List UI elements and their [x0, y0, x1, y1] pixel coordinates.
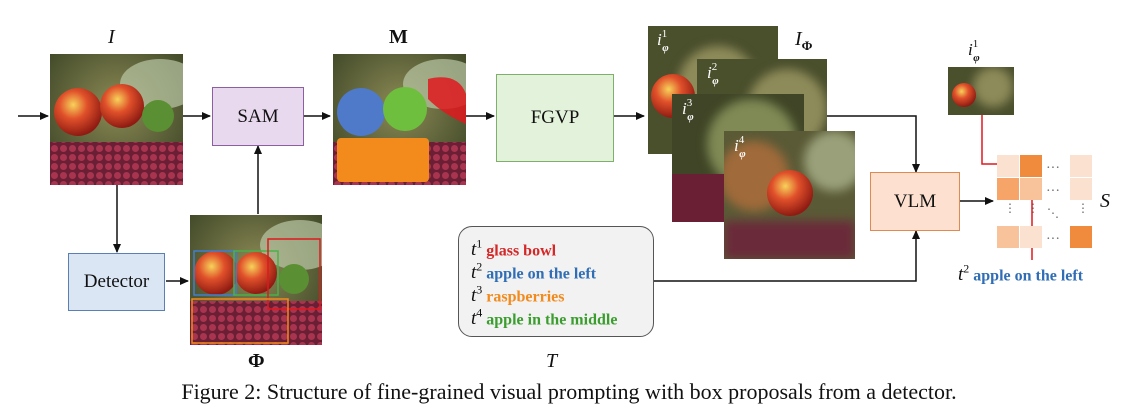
fruit-photo-with-masks	[333, 54, 466, 185]
label-crops-I-Phi: IΦ	[795, 28, 813, 53]
crop-label-2: i2φ	[707, 61, 719, 87]
svg-text:⋱: ⋱	[1047, 206, 1059, 220]
label-mask-M: M	[389, 26, 408, 48]
crops-to-vlm-arrow	[790, 115, 920, 173]
svg-text:⋮: ⋮	[1077, 201, 1089, 215]
prompt-1: t1 glass bowl	[471, 237, 557, 261]
label-score-S: S	[1100, 190, 1110, 212]
text-to-vlm-arrow	[654, 230, 920, 282]
fgvp-box: FGVP	[496, 74, 614, 162]
svg-text:···: ···	[1046, 184, 1060, 199]
sam-box: SAM	[212, 87, 304, 146]
text-prompts-box: t1 glass bowl t2 apple on the left t3 ra…	[458, 226, 654, 337]
fruit-photo-with-boxes	[190, 215, 322, 345]
prompt-2: t2 apple on the left	[471, 260, 597, 284]
svg-text:⋮: ⋮	[1004, 201, 1016, 215]
score-matrix: ··· ··· ··· ⋮ ⋮ ⋮ ⋱	[997, 155, 1092, 248]
detector-box: Detector	[68, 253, 165, 311]
label-image-I: I	[108, 26, 115, 48]
selected-crop-image	[948, 67, 1014, 115]
prompt-4: t4 apple in the middle	[471, 306, 618, 330]
svg-text:···: ···	[1046, 161, 1060, 176]
label-boxes-Phi: Φ	[248, 350, 265, 372]
fruit-photo	[50, 54, 183, 185]
svg-text:⋮: ⋮	[1027, 201, 1039, 215]
input-image	[50, 54, 183, 185]
detected-boxes-image	[190, 215, 322, 345]
mask-image	[333, 54, 466, 185]
vlm-box: VLM	[870, 172, 960, 231]
prompt-3: t3 raspberries	[471, 283, 565, 307]
svg-text:···: ···	[1046, 232, 1060, 247]
crop-label-3: i3φ	[682, 97, 694, 123]
crop-label-4: i4φ	[734, 134, 746, 160]
crop-4	[724, 131, 855, 259]
selected-prompt: t2 apple on the left	[958, 262, 1084, 286]
selected-crop-label: i1φ	[968, 38, 980, 64]
crop-label-1: i1φ	[657, 28, 669, 54]
label-text-T: T	[546, 350, 558, 372]
figure-caption: Figure 2: Structure of fine-grained visu…	[181, 379, 957, 404]
